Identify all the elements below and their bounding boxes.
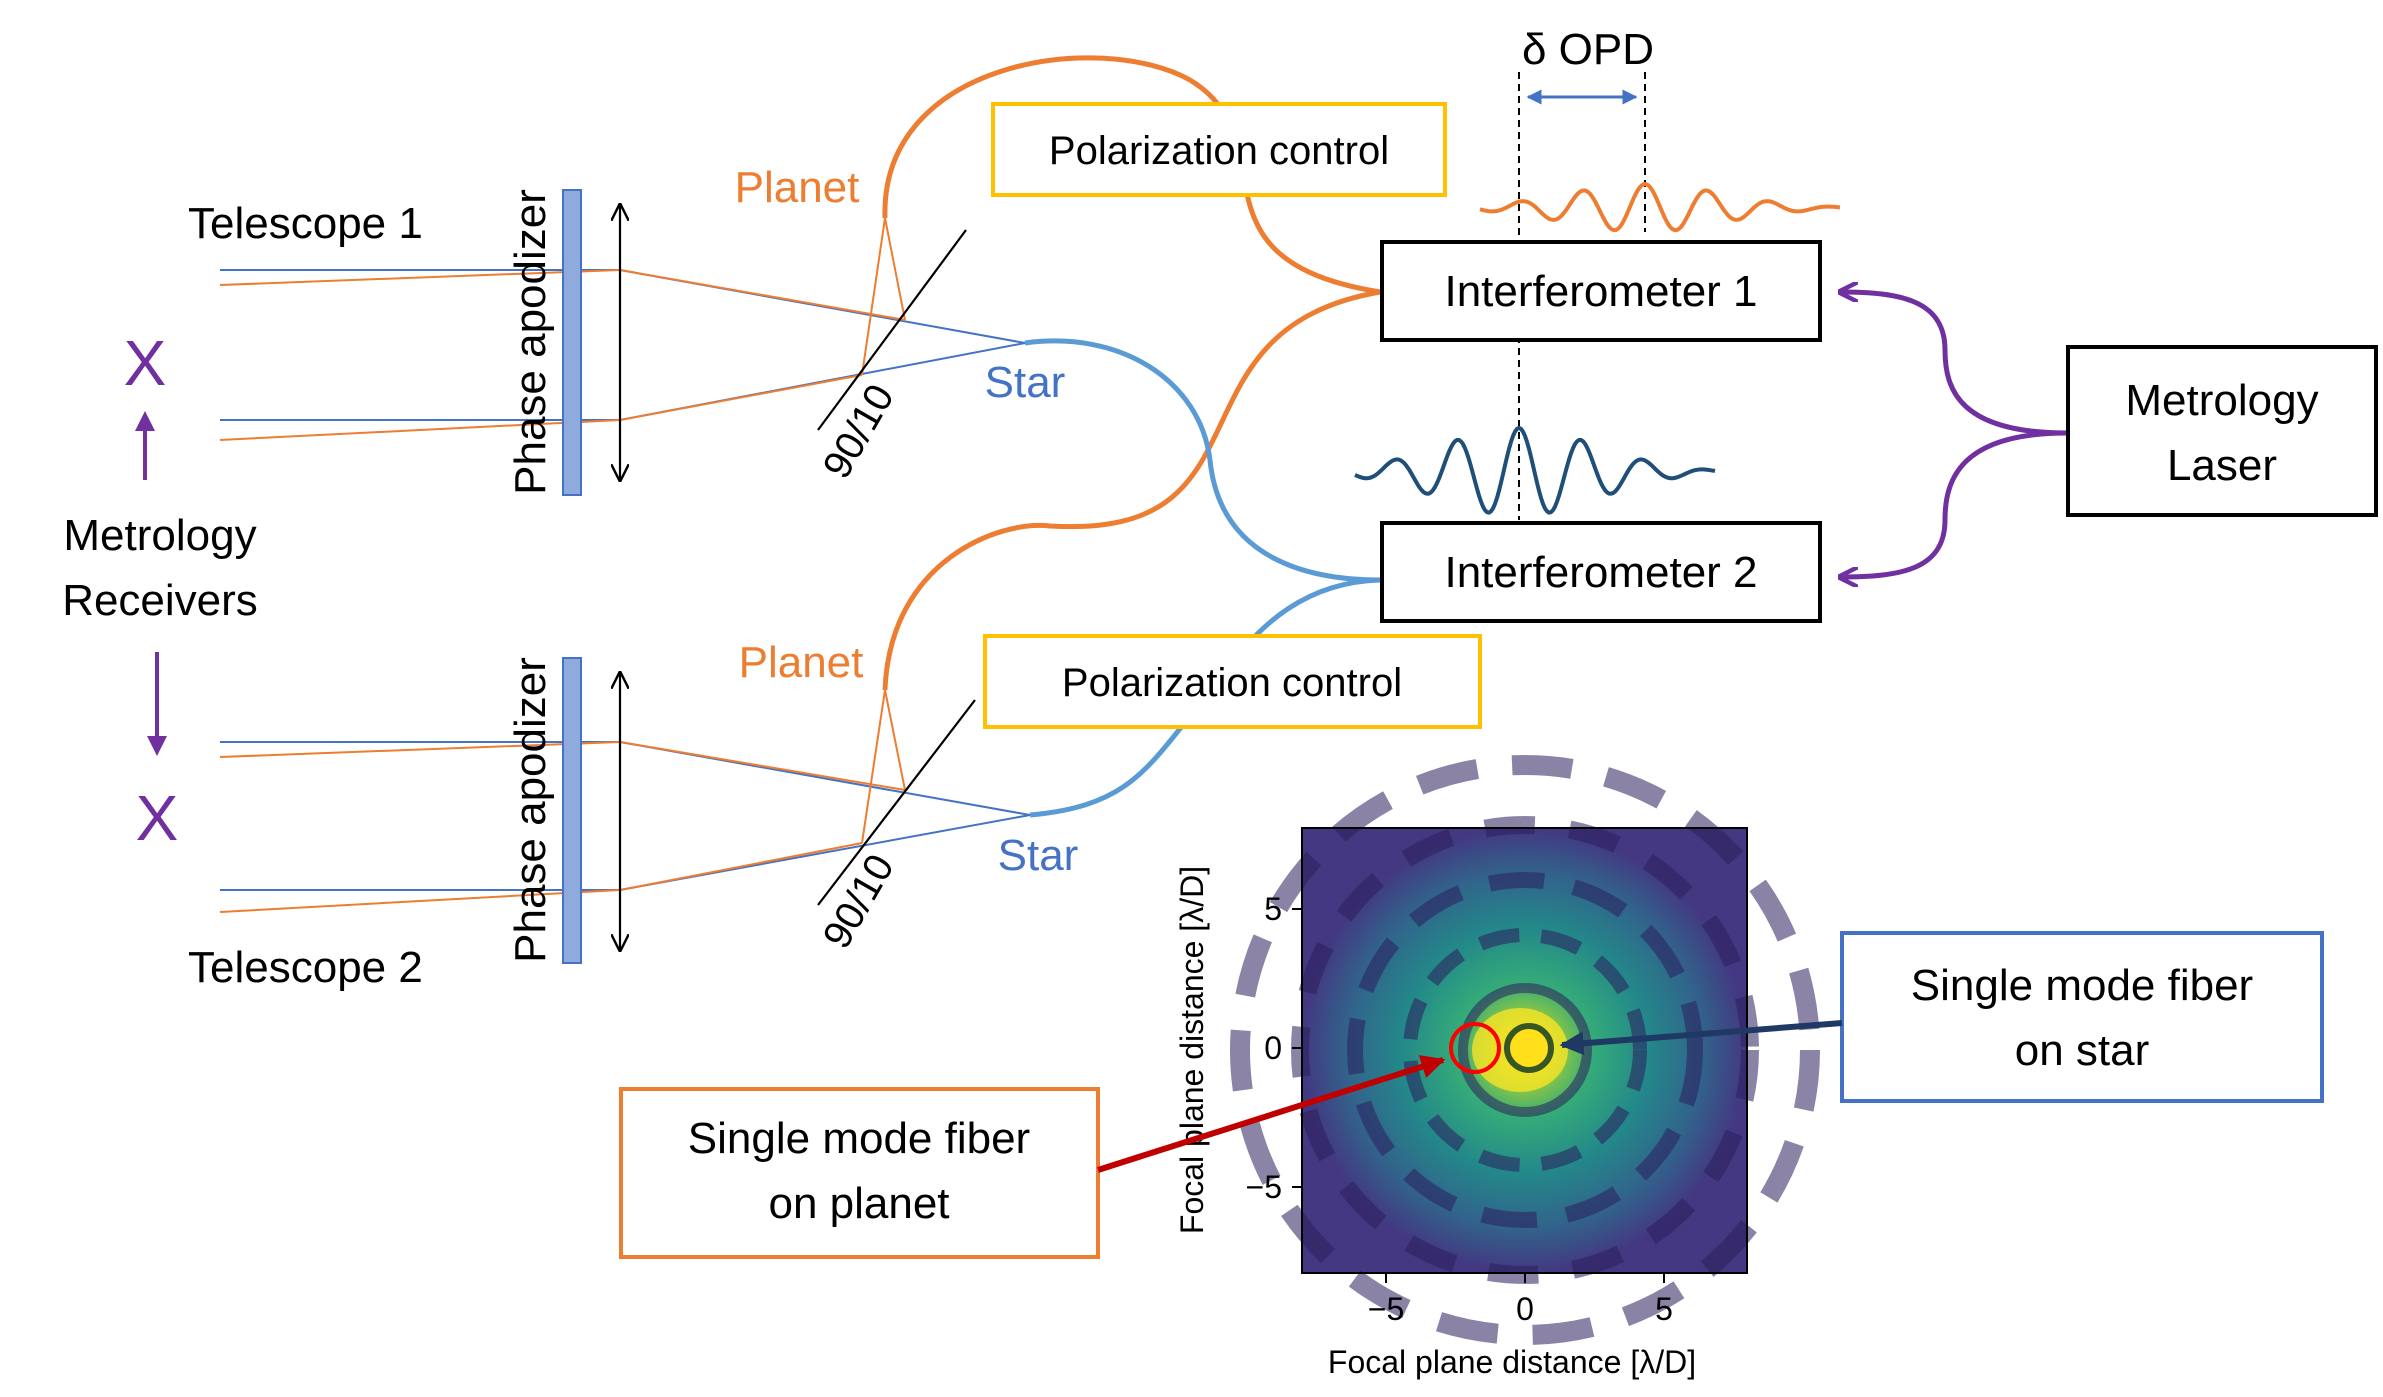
inset-y-label: Focal plane distance [λ/D] xyxy=(1174,866,1210,1234)
fiber-on-planet-line1: Single mode fiber xyxy=(688,1114,1030,1163)
fiber-on-planet-box xyxy=(619,1087,1100,1259)
telescope-1-label: Telescope 1 xyxy=(188,199,423,248)
interferometer-2-label: Interferometer 2 xyxy=(1444,548,1757,597)
polarization-control-label-bottom: Polarization control xyxy=(1062,661,1402,705)
interferometer-2-box xyxy=(1380,521,1822,623)
star-label-bottom: Star xyxy=(998,831,1079,880)
y-tick-neg5: −5 xyxy=(1246,1169,1282,1205)
polarization-control-box-bottom xyxy=(983,634,1482,729)
metrology-laser-line1: Metrology xyxy=(2125,376,2318,425)
fringe-blue xyxy=(1354,425,1716,515)
x-tick-0: 0 xyxy=(1516,1291,1534,1327)
metrology-arrows xyxy=(1840,292,2068,577)
splitter-label-top: 90/10 xyxy=(815,377,903,486)
fiber-on-star-line2: on star xyxy=(2015,1026,2150,1075)
phase-apodizer-1 xyxy=(562,189,582,496)
fiber-on-star-arrow xyxy=(1559,1020,1843,1056)
opd-annotation xyxy=(1354,72,1841,520)
star-fiber-marker xyxy=(1504,1023,1554,1073)
fiber-on-planet-line2: on planet xyxy=(768,1179,949,1228)
delta-opd-label: δ OPD xyxy=(1522,25,1654,74)
metrology-receivers-line1: Metrology xyxy=(63,511,256,560)
telescope-2-label: Telescope 2 xyxy=(188,943,423,992)
y-tick-5: 5 xyxy=(1264,891,1282,927)
receiver-marker-top: X xyxy=(124,327,167,399)
inset-x-label: Focal plane distance [λ/D] xyxy=(1328,1344,1696,1380)
psf-inset-plot: −5 0 5 5 0 −5 Focal plane distance [λ/D]… xyxy=(1174,755,1820,1380)
telescope-2-beam-train xyxy=(219,657,1031,964)
y-tick-0: 0 xyxy=(1264,1030,1282,1066)
metrology-laser-box xyxy=(2066,345,2378,517)
splitter-label-bottom: 90/10 xyxy=(815,847,903,956)
metrology-receivers-line2: Receivers xyxy=(62,576,258,625)
metrology-laser-line2: Laser xyxy=(2167,441,2277,490)
polarization-control-box-top xyxy=(991,102,1447,197)
interferometer-1-box xyxy=(1380,240,1822,342)
interferometer-1-label: Interferometer 1 xyxy=(1444,267,1757,316)
polarization-control-label-top: Polarization control xyxy=(1049,129,1389,173)
fiber-on-planet-arrow xyxy=(1097,1055,1446,1173)
fringe-orange xyxy=(1479,182,1841,233)
fiber-on-star-box xyxy=(1840,931,2324,1103)
x-tick-5: 5 xyxy=(1655,1291,1673,1327)
metrology-receiver-arrows xyxy=(135,411,167,756)
star-label-top: Star xyxy=(985,358,1066,407)
phase-apodizer-label-top: Phase apodizer xyxy=(506,189,555,495)
planet-label-top: Planet xyxy=(735,163,860,212)
telescope-1-beam-train xyxy=(219,189,1026,496)
x-tick-neg5: −5 xyxy=(1368,1291,1404,1327)
planet-fiber-marker xyxy=(1449,1022,1501,1074)
planet-label-bottom: Planet xyxy=(739,638,864,687)
fiber-on-star-line1: Single mode fiber xyxy=(1911,961,2253,1010)
receiver-marker-bottom: X xyxy=(136,782,179,854)
phase-apodizer-2 xyxy=(562,657,582,964)
phase-apodizer-label-bottom: Phase apodizer xyxy=(506,657,555,963)
